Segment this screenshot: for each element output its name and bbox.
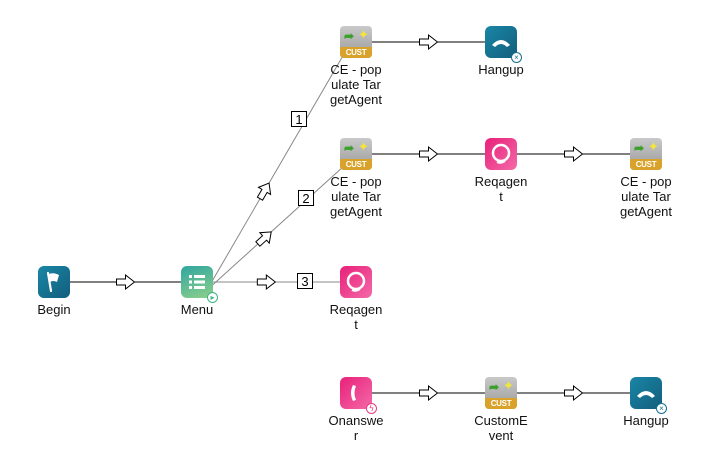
node-label: Hangup — [623, 413, 669, 428]
node-label: Reqagent — [329, 302, 383, 332]
custom-event-icon: ➦✦ CUST EV — [340, 26, 372, 58]
play-badge-icon: ▸ — [207, 292, 218, 303]
edge-menu-ce1[interactable] — [206, 53, 345, 291]
node-reqagent-1[interactable]: Reqagent — [461, 138, 541, 204]
node-label: CustomEvent — [474, 413, 528, 443]
node-onanswer[interactable]: ϟ Onanswer — [316, 377, 396, 443]
lightning-badge-icon: ϟ — [366, 403, 377, 414]
node-ce-populate-2[interactable]: ➦✦ CUST EV CE - populate TargetAgent — [316, 138, 396, 219]
cust-ev-strip: CUST EV — [340, 47, 372, 58]
list-menu-icon: ▸ — [181, 266, 218, 303]
custom-event-icon: ➦✦ CUST EV — [485, 377, 517, 409]
cust-ev-strip: CUST EV — [340, 159, 372, 170]
edge-label-1: 1 — [291, 111, 307, 127]
headset-icon — [485, 138, 517, 170]
edge-label-3: 3 — [297, 273, 313, 289]
node-label: Reqagent — [474, 174, 528, 204]
hangup-icon: × — [485, 26, 522, 63]
node-ce-populate-1[interactable]: ➦✦ CUST EV CE - populate TargetAgent — [316, 26, 396, 107]
edge-arrow-icon — [256, 182, 272, 201]
node-hangup-2[interactable]: × Hangup — [606, 377, 686, 428]
node-begin[interactable]: Begin — [14, 266, 94, 317]
node-label: Hangup — [478, 62, 524, 77]
node-label: Menu — [180, 302, 214, 317]
cust-ev-strip: CUST EV — [630, 159, 662, 170]
node-reqagent-2[interactable]: Reqagent — [316, 266, 396, 332]
edge-arrow-icon — [256, 273, 277, 291]
close-badge-icon: × — [656, 403, 667, 414]
hangup-icon: × — [630, 377, 667, 414]
close-badge-icon: × — [511, 52, 522, 63]
phone-icon: ϟ — [340, 377, 377, 414]
edge-arrow-icon — [419, 384, 439, 402]
edge-arrow-icon — [564, 384, 584, 402]
node-menu[interactable]: ▸ Menu — [157, 266, 237, 317]
edge-label-2: 2 — [298, 190, 314, 206]
custom-event-icon: ➦✦ CUST EV — [340, 138, 372, 170]
cust-ev-strip: CUST EV — [485, 398, 517, 409]
node-ce-populate-3[interactable]: ➦✦ CUST EV CE - populate TargetAgent — [606, 138, 686, 219]
node-label: CE - populate TargetAgent — [329, 62, 383, 107]
node-label: CE - populate TargetAgent — [619, 174, 673, 219]
node-customevent[interactable]: ➦✦ CUST EV CustomEvent — [461, 377, 541, 443]
edge-arrow-icon — [564, 145, 584, 163]
node-label: CE - populate TargetAgent — [329, 174, 383, 219]
custom-event-icon: ➦✦ CUST EV — [630, 138, 662, 170]
node-hangup-1[interactable]: × Hangup — [461, 26, 541, 77]
edge-arrow-icon — [255, 231, 272, 247]
edge-menu-ce2[interactable] — [206, 165, 345, 291]
headset-icon — [340, 266, 372, 298]
node-label: Begin — [37, 302, 71, 317]
flag-icon — [38, 266, 70, 298]
edge-arrow-icon — [116, 273, 136, 291]
node-label: Onanswer — [328, 413, 384, 443]
edge-arrow-icon — [419, 33, 439, 51]
edge-arrow-icon — [419, 145, 439, 163]
